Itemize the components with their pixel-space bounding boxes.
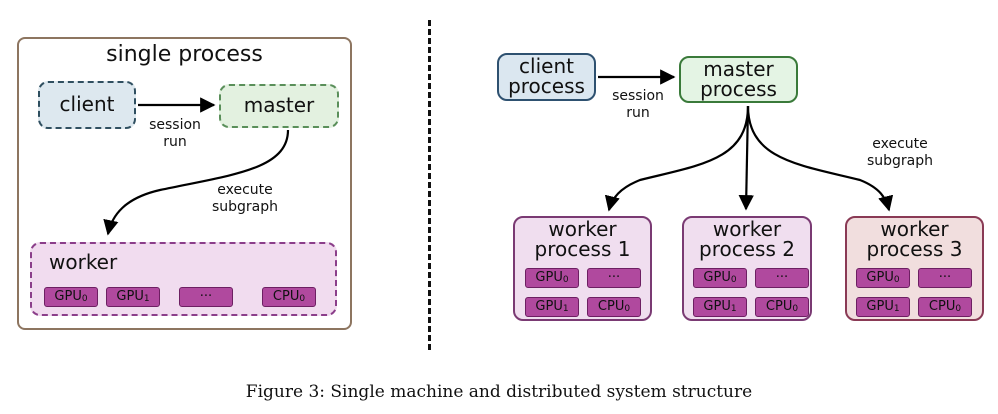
master-label: master xyxy=(243,93,315,117)
arrow-master-to-worker xyxy=(103,129,290,236)
arrow-master-to-worker-3 xyxy=(746,105,894,212)
worker-process-2-line2: process 2 xyxy=(699,237,795,261)
single-process-panel xyxy=(17,37,352,330)
w2-device-gpu0: GPU0 xyxy=(693,268,747,288)
master-process-label-line2: process xyxy=(700,77,777,101)
figure-caption: Figure 3: Single machine and distributed… xyxy=(245,382,753,402)
worker-process-1-line2: process 1 xyxy=(534,237,631,261)
panel-divider xyxy=(428,20,431,350)
w1-device-ellipsis: ··· xyxy=(587,268,641,288)
dist-edge-label-execute: execute xyxy=(872,136,928,152)
device-chip-gpu1: GPU1 xyxy=(106,287,160,307)
w3-device-cpu0: CPU0 xyxy=(918,297,972,317)
device-chip-cpu0: CPU0 xyxy=(262,287,316,307)
edge-label-session: session xyxy=(149,117,201,133)
worker-process-1-line1: worker xyxy=(548,217,617,241)
w3-device-gpu1: GPU1 xyxy=(856,297,910,317)
edge-label-subgraph: subgraph xyxy=(211,199,279,215)
w1-device-gpu0: GPU0 xyxy=(525,268,579,288)
client-process-label-line1: client xyxy=(519,54,574,78)
w2-device-gpu1: GPU1 xyxy=(693,297,747,317)
client-node xyxy=(38,81,136,129)
edge-label-execute: execute xyxy=(217,182,273,198)
single-process-title: single process xyxy=(106,42,263,67)
master-node xyxy=(219,84,339,128)
w1-device-gpu1: GPU1 xyxy=(525,297,579,317)
client-process-node xyxy=(497,53,596,101)
client-label: client xyxy=(59,92,115,116)
w2-device-cpu0: CPU0 xyxy=(755,297,809,317)
dist-edge-label-run: run xyxy=(626,105,650,121)
device-chip-ellipsis: ··· xyxy=(179,287,233,307)
worker-label: worker xyxy=(49,250,118,274)
master-process-node xyxy=(679,56,798,103)
worker-process-3-line2: process 3 xyxy=(866,237,963,261)
dist-edge-label-session: session xyxy=(612,88,664,104)
dist-edge-label-subgraph: subgraph xyxy=(866,153,934,169)
w3-device-gpu0: GPU0 xyxy=(856,268,910,288)
worker-process-3-line1: worker xyxy=(880,217,949,241)
edge-label-run: run xyxy=(163,134,187,150)
client-process-label-line2: process xyxy=(508,74,585,98)
w3-device-ellipsis: ··· xyxy=(918,268,972,288)
arrow-master-to-worker-2 xyxy=(738,105,754,211)
device-chip-gpu0: GPU0 xyxy=(44,287,98,307)
worker-process-2-line1: worker xyxy=(712,217,782,241)
w1-device-cpu0: CPU0 xyxy=(587,297,641,317)
arrow-master-to-worker-1 xyxy=(604,105,750,212)
w2-device-ellipsis: ··· xyxy=(755,268,809,288)
master-process-label-line1: master xyxy=(703,57,774,81)
